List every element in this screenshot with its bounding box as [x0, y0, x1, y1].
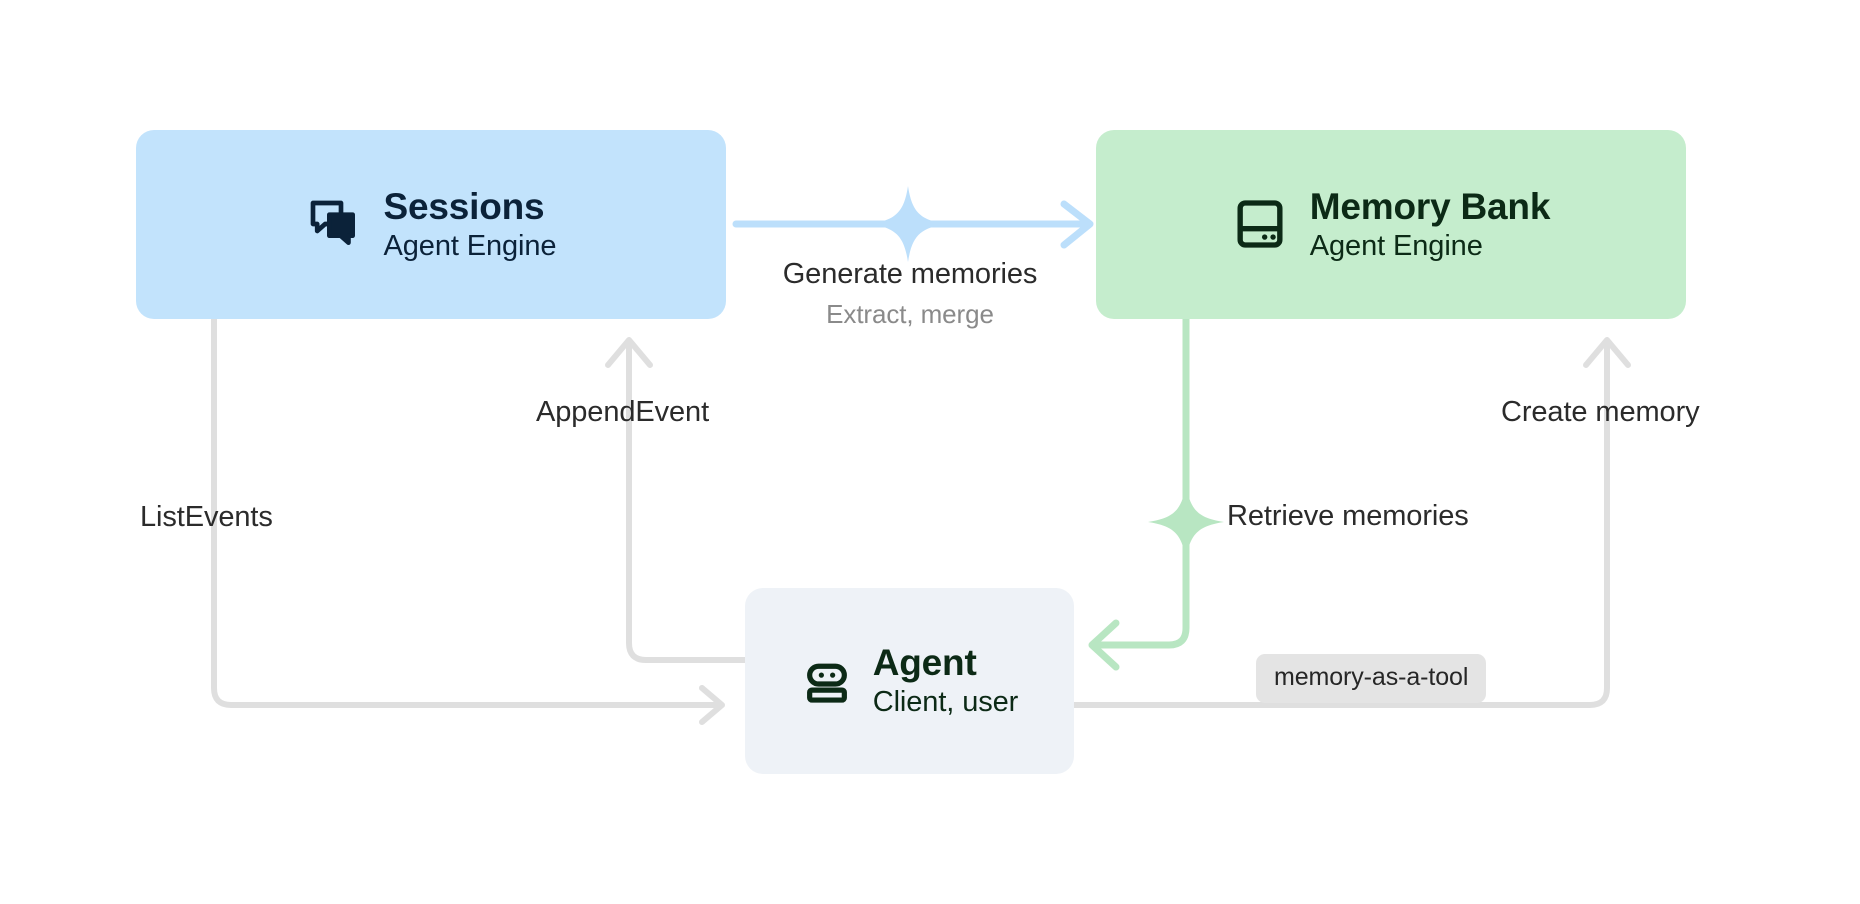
- edge-append-event: [605, 337, 748, 663]
- sparkle-icon: [870, 186, 946, 262]
- edge-retrieve-memories: [1088, 315, 1224, 671]
- node-sessions-subtitle: Agent Engine: [383, 229, 557, 262]
- node-sessions-title: Sessions: [383, 185, 545, 227]
- node-agent-subtitle: Client, user: [872, 686, 1019, 719]
- edge-list-events: [211, 316, 725, 725]
- node-memory-bank[interactable]: Memory Bank Agent Engine: [1096, 130, 1686, 319]
- edge-sublabel-generate-memories: Extract, merge: [826, 299, 994, 329]
- edge-label-append-event: AppendEvent: [536, 396, 710, 428]
- node-agent-title: Agent: [872, 642, 977, 684]
- edge-generate-memories: [732, 186, 1094, 262]
- edge-label-retrieve-memories: Retrieve memories: [1227, 500, 1469, 532]
- sparkle-icon: [1148, 484, 1224, 560]
- edge-label-generate-memories: Generate memories: [782, 258, 1038, 290]
- node-memory-bank-subtitle: Agent Engine: [1309, 229, 1483, 262]
- robot-icon: [806, 663, 847, 703]
- edge-label-create-memory: Create memory: [1501, 396, 1700, 428]
- chat-bubbles-icon: [310, 201, 355, 246]
- badge-memory-as-a-tool: memory-as-a-tool: [1256, 654, 1487, 703]
- node-agent[interactable]: Agent Client, user: [745, 588, 1074, 774]
- node-memory-bank-title: Memory Bank: [1309, 185, 1551, 227]
- edge-label-list-events: ListEvents: [140, 501, 273, 533]
- node-sessions[interactable]: Sessions Agent Engine: [136, 130, 726, 319]
- database-storage-icon: [1237, 200, 1283, 249]
